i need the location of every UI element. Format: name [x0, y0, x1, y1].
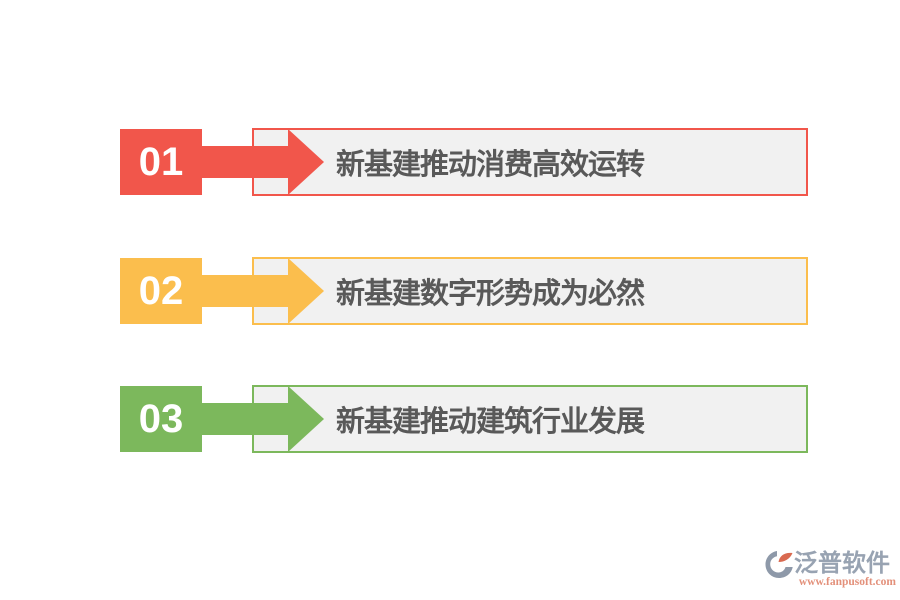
step-number-badge-2: 02 [120, 258, 202, 324]
brand-logo: 泛普软件 www.fanpusoft.com [764, 549, 896, 588]
step-row-2: 新基建数字形势成为必然 02 [0, 257, 900, 327]
step-row-1: 新基建推动消费高效运转 01 [0, 128, 900, 198]
step-title-box-2: 新基建数字形势成为必然 [252, 257, 808, 325]
fanpu-pie-icon [765, 551, 793, 578]
arrow-right-icon [200, 129, 324, 195]
step-title-3: 新基建推动建筑行业发展 [336, 406, 645, 438]
step-title-box-3: 新基建推动建筑行业发展 [252, 385, 808, 453]
arrow-right-icon [200, 258, 324, 324]
step-number-badge-1: 01 [120, 129, 202, 195]
step-title-box-1: 新基建推动消费高效运转 [252, 128, 808, 196]
step-title-1: 新基建推动消费高效运转 [336, 149, 645, 181]
arrow-right-icon [200, 386, 324, 452]
step-title-2: 新基建数字形势成为必然 [336, 278, 645, 310]
step-number-badge-3: 03 [120, 386, 202, 452]
brand-name: 泛普软件 [794, 550, 890, 577]
brand-logo-top: 泛普软件 [764, 549, 896, 579]
brand-url: www.fanpusoft.com [798, 576, 896, 588]
step-row-3: 新基建推动建筑行业发展 03 [0, 385, 900, 455]
